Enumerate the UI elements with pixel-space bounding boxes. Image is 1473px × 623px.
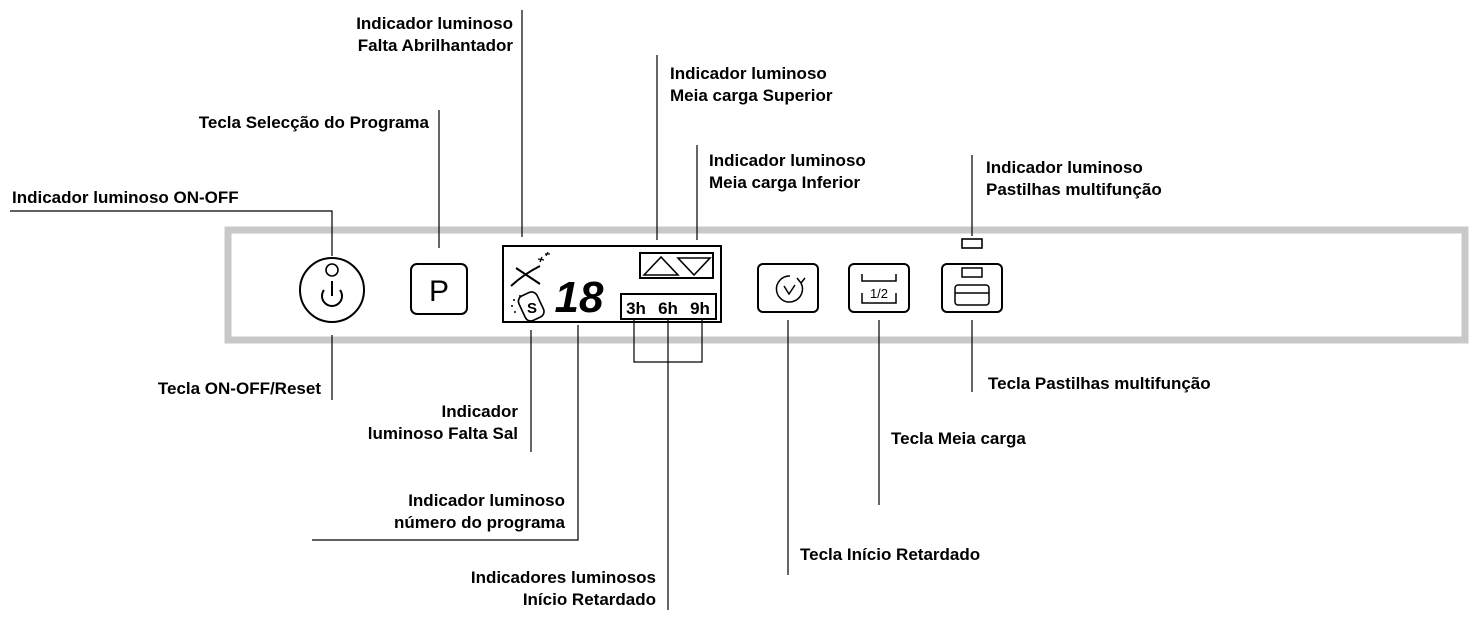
label-falta-sal: Indicador luminoso Falta Sal: [367, 402, 518, 443]
label-pastilhas-indicador: Indicador luminoso Pastilhas multifunção: [986, 158, 1162, 199]
half-load-label: 1/2: [870, 286, 888, 301]
on-off-indicator-led: [325, 263, 339, 277]
delay-6h: 6h: [658, 299, 678, 318]
program-select-button[interactable]: P: [410, 263, 468, 315]
program-button-label: P: [429, 275, 449, 308]
lower-half-load-triangle-icon: [676, 257, 712, 277]
label-inicio-retardado-tecla: Tecla Início Retardado: [800, 545, 981, 564]
delay-3h: 3h: [626, 299, 646, 318]
half-load-icon: [861, 274, 897, 304]
label-numero-programa: Indicador luminoso número do programa: [394, 491, 565, 532]
power-icon: [321, 281, 343, 307]
rinse-aid-icon: [510, 251, 550, 287]
leader-lines: [10, 10, 973, 610]
label-inicio-retardado-indicadores: Indicadores luminosos Início Retardado: [470, 568, 656, 609]
delay-start-button[interactable]: [757, 263, 819, 313]
control-panel: [224, 226, 1469, 344]
on-off-reset-button[interactable]: [299, 257, 365, 323]
salt-symbol: S: [527, 300, 537, 317]
display-window: [502, 245, 722, 323]
label-seleccao-programa: Tecla Selecção do Programa: [198, 113, 429, 132]
label-on-off-indicador: Indicador luminoso ON-OFF: [12, 188, 239, 207]
label-meia-carga-tecla: Tecla Meia carga: [891, 429, 1026, 448]
clock-icon: [775, 275, 806, 303]
delay-hours-box: [620, 293, 717, 320]
label-meia-carga-superior: Indicador luminoso Meia carga Superior: [670, 64, 833, 105]
upper-half-load-triangle-icon: [642, 255, 680, 276]
tablet-icon: [954, 267, 990, 306]
half-load-button[interactable]: 1/2: [848, 263, 910, 313]
multi-tab-button[interactable]: [941, 263, 1003, 313]
multi-tab-indicator-led: [961, 238, 983, 249]
delay-9h: 9h: [690, 299, 710, 318]
label-meia-carga-inferior: Indicador luminoso Meia carga Inferior: [709, 151, 866, 192]
label-on-off-reset: Tecla ON-OFF/Reset: [157, 379, 321, 398]
label-falta-abrilhantador: Indicador luminoso Falta Abrilhantador: [356, 14, 513, 55]
half-load-indicator-box: [639, 252, 714, 279]
label-pastilhas-tecla: Tecla Pastilhas multifunção: [988, 374, 1211, 393]
salt-icon: S: [511, 291, 545, 322]
program-number-display: 18: [555, 273, 604, 322]
